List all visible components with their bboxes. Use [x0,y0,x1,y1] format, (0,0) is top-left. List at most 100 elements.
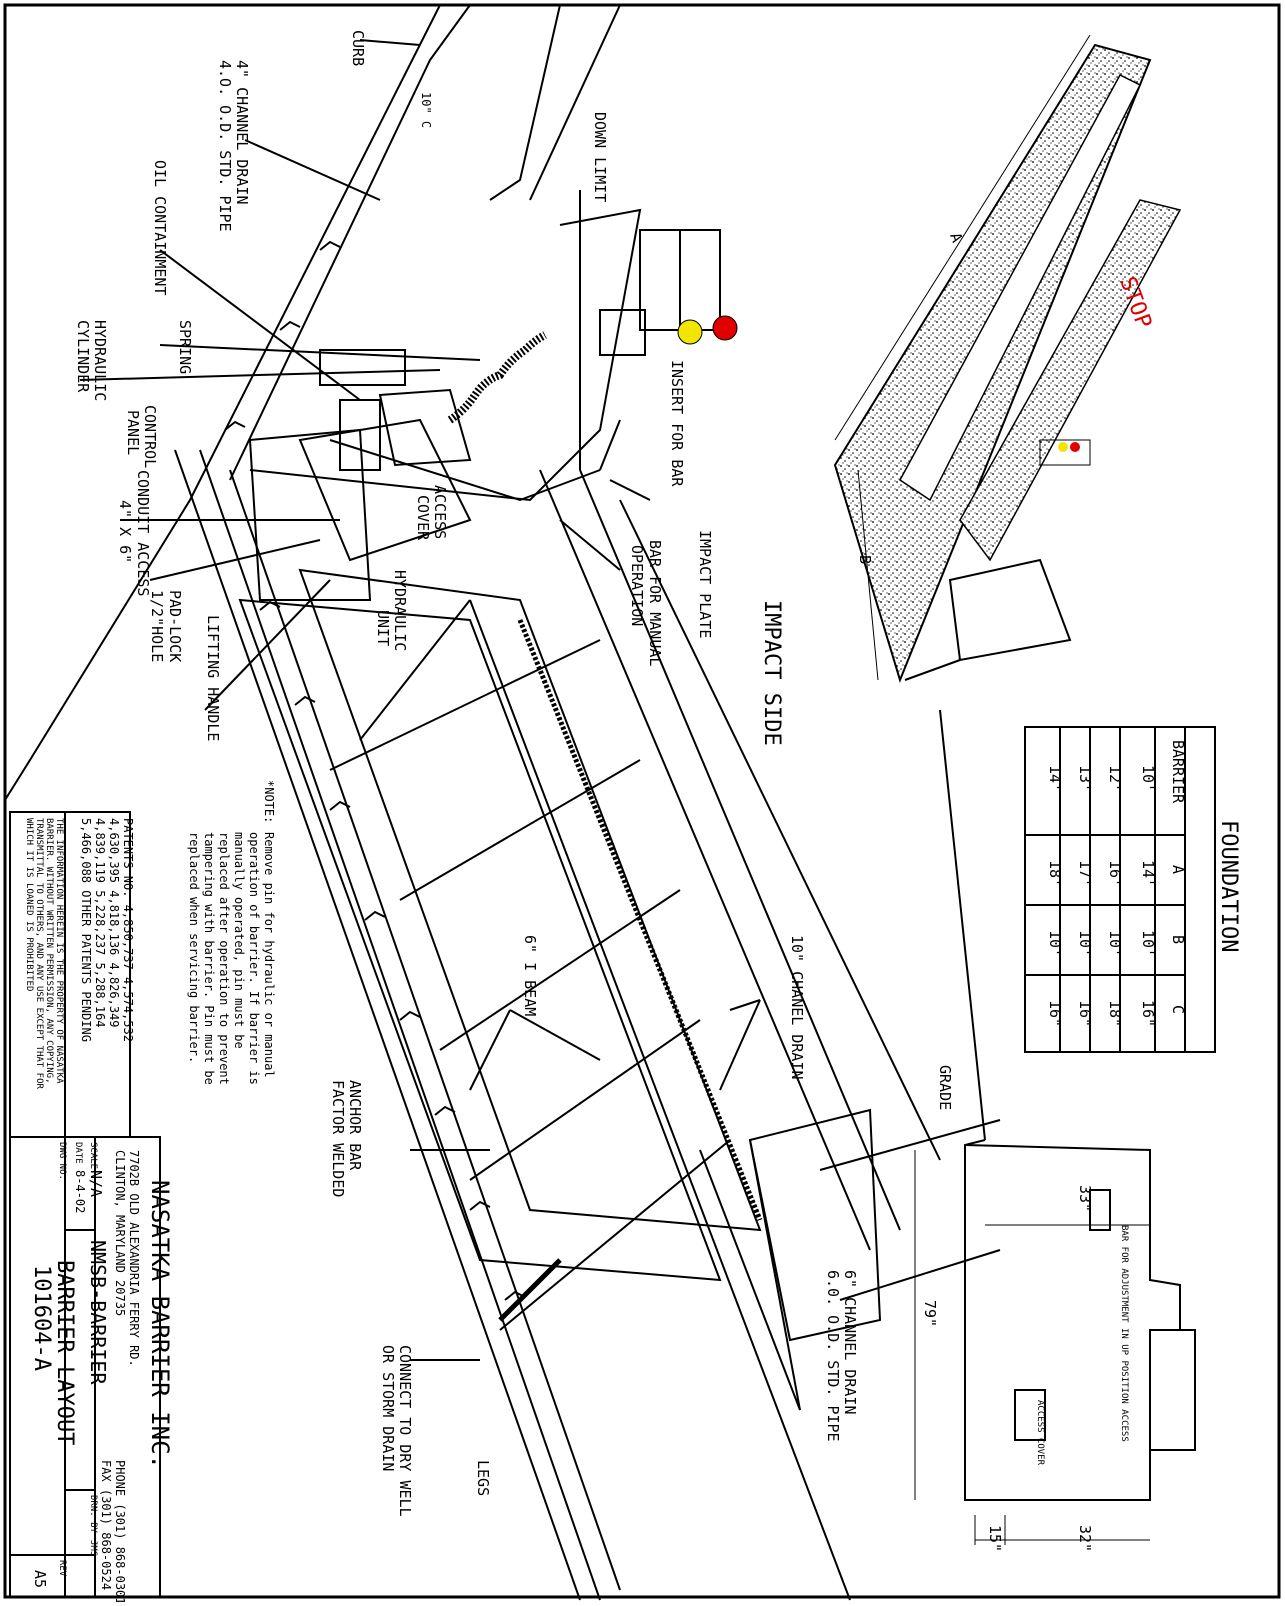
half-hole-label: 1/2"HOLE [148,590,166,662]
note-title: *NOTE: [262,780,276,823]
hydraulic-label: HYDRAULIC [91,320,109,401]
product-name: NMSB-BARRIER [86,1240,110,1385]
factor-welded-label: FACTOR WELDED [329,1080,347,1197]
conduit-access-label: CONDUIT ACCESS [134,470,152,596]
bar-manual-label: BAR FOR MANUAL [646,540,664,666]
dim-32-label: 32" [1076,1525,1094,1552]
rev-value: A5 [31,1570,49,1588]
note-line: replaced when servicing barrier. [187,832,201,1063]
address-line-2: CLINTON, MARYLAND 20735 [113,1150,127,1316]
disclaimer-line: TRANSMITTAL TO OTHERS, AND ANY USE EXCEP… [34,818,44,1090]
cell: 14' [1046,765,1064,792]
patent-line: 4,630,395 4,818,136 4,826,349 [107,818,121,1028]
date-label: DATE [73,1142,83,1164]
note-line: replaced after operation to prevent [217,832,231,1085]
patent-line: 4,839,119 5,228,237 5,288,164 [93,818,107,1028]
address-line-1: 7702B OLD ALEXANDRIA FERRY RD. [127,1150,141,1367]
side-note-label: BAR FOR ADJUSTMENT IN UP POSITION ACCESS [1119,1225,1129,1442]
ten-c-label: 10" C [419,92,433,128]
access-label: ACCESS [431,485,449,539]
foundation-table [1024,726,1216,1053]
legs-label: LEGS [474,1460,492,1496]
cell: 13' [1076,765,1094,792]
cell: 16' [1106,860,1124,887]
note-line: Remove pin for hydraulic or manual [262,832,276,1078]
drawing-title: BARRIER LAYOUT [52,1260,77,1445]
cell: 10' [1076,930,1094,957]
note-line: operation of barrier. If barrier is [247,832,261,1085]
channel-drain-4-label: 4" CHANNEL DRAIN [233,60,251,205]
impact-side-label: IMPACT SIDE [759,600,784,746]
patent-line: 5,466,088 OTHER PATENTS PENDING [79,818,93,1042]
pipe-4-label: 4.O. O.D. STD. PIPE [216,60,234,232]
pad-lock-label: PAD-LOCK [166,590,184,662]
i-beam-label: 6" I BEAM [521,935,539,1016]
rev-label: REV [57,1560,67,1577]
curb-label: CURB [349,30,367,66]
unit-label: UNIT [374,610,392,646]
cell: 16" [1139,1000,1157,1027]
note-text: *NOTE: Remove pin for hydraulic or manua… [187,780,276,1085]
disclaimer-line: THE INFORMATION HEREIN IS THE PROPERTY O… [54,818,64,1084]
cell: 16" [1046,1000,1064,1027]
cylinder-label: CYLINDER [74,320,92,393]
dim-b-label: B [856,555,874,564]
drawing-number: 101604-A [29,1265,54,1371]
drawn-value: JMS [88,1540,98,1556]
hydraulic2-label: HYDRAULIC [391,570,409,651]
storm-drain-label: OR STORM DRAIN [379,1345,397,1471]
insert-for-bar-label: INSERT FOR BAR [668,360,686,487]
phone: PHONE (301) 868-0301 [113,1460,127,1602]
header-c: C [1169,1005,1187,1014]
anchor-bar-label: ANCHOR BAR [346,1080,364,1171]
access-cover-small-label: ACCESS COVER [1035,1400,1045,1466]
red-lamp [712,315,738,341]
cell: 18" [1106,1000,1124,1027]
fax: FAX (301) 868-0524 [99,1460,113,1590]
side-section [914,709,1196,1545]
cell: 10' [1106,930,1124,957]
note-line: tampering with barrier. Pin must be [202,832,216,1085]
conduit-size-label: 4" X 6" [116,500,134,563]
operation-label: OPERATION [628,545,646,626]
connect-dry-label: CONNECT TO DRY WELL [396,1345,414,1517]
disclaimer-line: BARRIER. WITHOUT WRITTEN PERMISSION, ANY… [44,818,54,1084]
patents-text: PATENTS NO. 4,850,737 4,574,532 4,630,39… [24,818,135,1090]
header-a: A [1169,865,1187,874]
cell: 17' [1076,860,1094,887]
date-value: 8-4-02 [73,1170,87,1213]
cell: 18' [1046,860,1064,887]
title-block [9,1136,161,1598]
main-barrier-isometric [4,4,1001,1601]
oil-containment-label: OIL CONTAINMENT [151,160,169,295]
channel-drain-6-label: 6" CHANNEL DRAIN [841,1270,859,1415]
dim-15-label: 15" [986,1525,1004,1552]
grade-label: GRADE [936,1065,954,1110]
channel-drain-10-label: 10" CHANEL DRAIN [788,935,806,1080]
scale-label: SCALE [88,1142,98,1169]
disclaimer-line: WHICH IT IS LOANED IS PROHIBITED [24,818,34,991]
spring-label: SPRING [176,320,194,374]
cell: 14' [1139,860,1157,887]
patent-line: PATENTS NO. 4,850,737 4,574,532 [121,818,135,1042]
cover-label: COVER [414,495,432,541]
cell: 16" [1076,1000,1094,1027]
cell: 10' [1046,930,1064,957]
cell: 12' [1106,765,1124,792]
dim-33-label: 33" [1076,1185,1094,1212]
header-barrier: BARRIER [1169,740,1187,804]
dwg-label: DWG NO. [57,1142,67,1180]
yellow-lamp [677,319,703,345]
title-block-text: NASATKA BARRIER INC. 7702B OLD ALEXANDRI… [29,1142,174,1605]
control-label: CONTROL [141,405,159,468]
panel-label: PANEL [124,410,142,455]
lifting-handle-label: LIFTING HANDLE [204,615,222,741]
cell: 10' [1139,765,1157,792]
note-line: manually operated, pin must be [232,832,246,1049]
foundation-title: FOUNDATION [1216,820,1241,952]
sheet-border [3,3,1281,1599]
dim-79-label: 79" [921,1300,939,1327]
drawn-label: DRN. BY [88,1495,98,1534]
